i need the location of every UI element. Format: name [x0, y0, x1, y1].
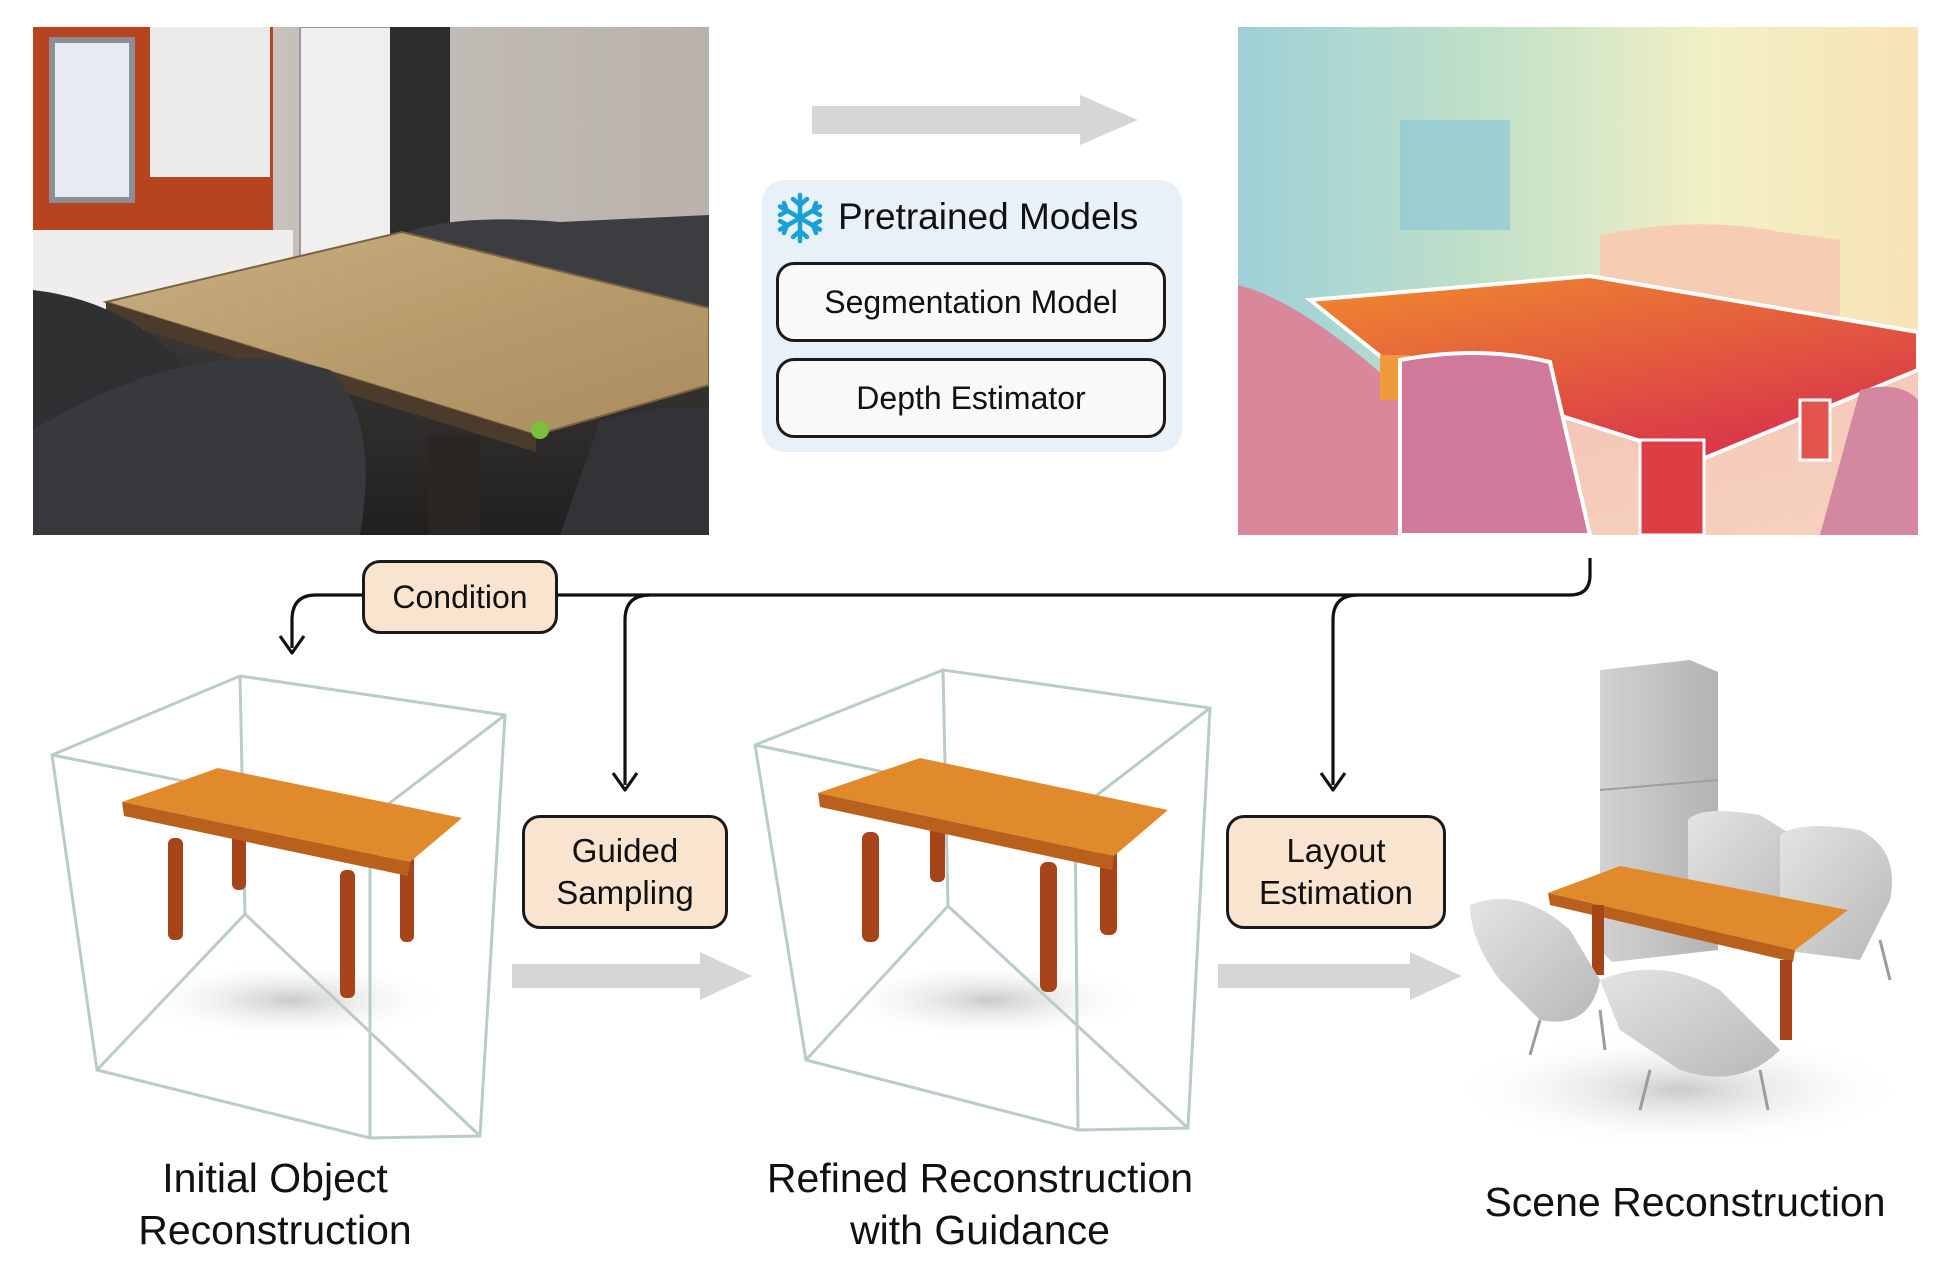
top-flow-arrow — [812, 95, 1138, 145]
initial-caption-line-2: Reconstruction — [138, 1207, 412, 1254]
layout-estimation-line-2: Estimation — [1258, 874, 1414, 911]
scene-reconstruction-caption: Scene Reconstruction — [1484, 1179, 1886, 1225]
initial-reconstruction-caption: Initial Object Reconstruction — [75, 1152, 475, 1257]
initial-reconstruction-render — [50, 674, 507, 1140]
depth-estimator-box: Depth Estimator — [776, 358, 1166, 438]
guided-sampling-line-1: Guided — [571, 832, 679, 870]
refined-reconstruction-caption: Refined Reconstruction with Guidance — [720, 1152, 1240, 1257]
arrowheads — [278, 635, 1347, 792]
refined-caption-line-2: with Guidance — [850, 1207, 1110, 1254]
guided-sampling-box: Guided Sampling — [522, 815, 728, 929]
guided-sampling-line-2: Sampling — [556, 874, 694, 911]
segmentation-model-box: Segmentation Model — [776, 262, 1166, 342]
initial-caption-line-1: Initial Object — [162, 1155, 388, 1201]
depth-map-image — [1238, 27, 1918, 535]
pretrained-models-title: Pretrained Models — [838, 196, 1139, 237]
input-room-photo — [33, 27, 709, 535]
refined-reconstruction-render — [753, 668, 1212, 1132]
layout-estimation-box: Layout Estimation — [1226, 815, 1446, 929]
guided-flow-arrow — [512, 952, 752, 1000]
refined-caption-line-1: Refined Reconstruction — [766, 1155, 1194, 1201]
snowflake-icon — [777, 192, 823, 244]
layout-flow-arrow — [1218, 952, 1462, 1000]
condition-box: Condition — [362, 560, 558, 634]
scene-reconstruction-render — [1450, 660, 1910, 1150]
connector-lines — [290, 558, 1592, 785]
layout-estimation-line-1: Layout — [1286, 832, 1386, 870]
